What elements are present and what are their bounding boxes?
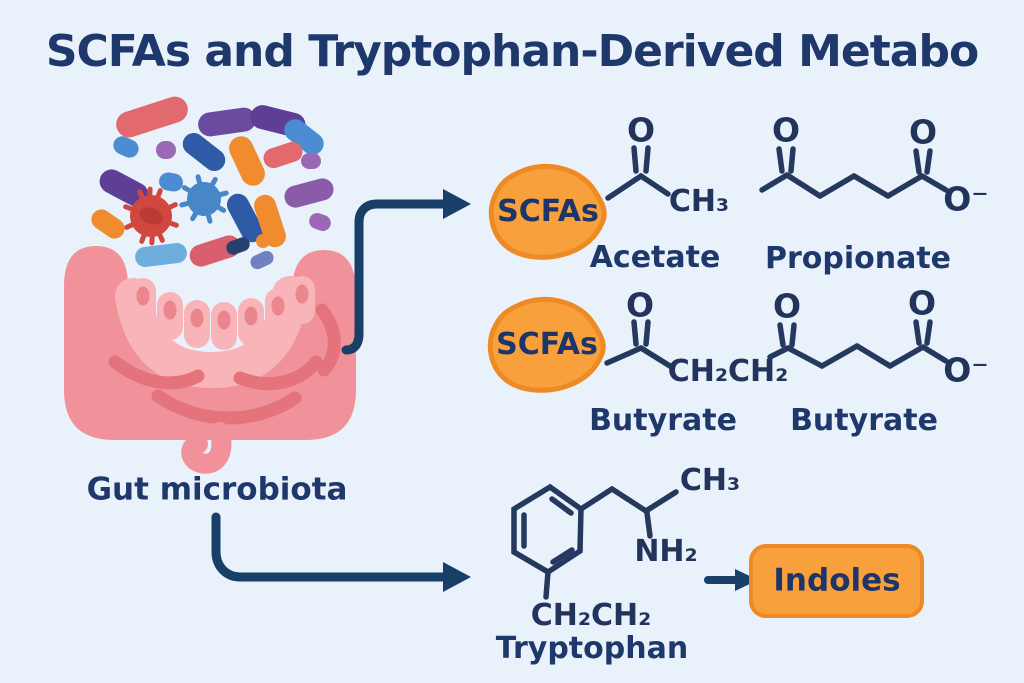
propionate-structure — [759, 146, 949, 199]
butyrate-right-ominus-label: O⁻ — [943, 350, 989, 390]
scfas-badge-top-label: SCFAs — [497, 194, 599, 229]
butyrate-right-structure — [767, 319, 949, 369]
butyrate-left-oxygen-label: O — [625, 285, 655, 325]
spiky-microbe-blue-icon — [179, 174, 229, 224]
page-title: SCFAs and Tryptophan-Derived Metabo — [45, 26, 979, 77]
arrow-gut-to-tryptophan-icon — [211, 512, 471, 592]
acetate-oxygen-label: O — [626, 110, 656, 150]
gut-villi-tips — [136, 284, 309, 330]
tryptophan-structure — [511, 483, 679, 600]
propionate-oxygen2-label: O — [908, 112, 938, 152]
arrow-gut-to-scfas-icon — [341, 189, 471, 355]
gut-body — [64, 246, 356, 440]
tryptophan-name-label: Tryptophan — [495, 631, 689, 666]
gut-tail — [181, 422, 232, 474]
acetate-ch3-label: CH₃ — [668, 184, 730, 219]
propionate-oxygen1-label: O — [771, 110, 801, 150]
butyrate-right-name-label: Butyrate — [790, 403, 938, 438]
tryptophan-ch3-label: CH₃ — [679, 463, 741, 498]
butyrate-left-name-label: Butyrate — [589, 403, 737, 438]
bacteria-cluster-icon — [91, 96, 334, 270]
butyrate-right-oxygen1-label: O — [772, 286, 802, 326]
acetate-name-label: Acetate — [589, 240, 721, 275]
indoles-badge-label: Indoles — [773, 562, 901, 599]
scfas-badge-top-shape — [488, 163, 607, 260]
scfas-badge-middle-shape — [487, 296, 606, 393]
indoles-badge-shape — [749, 544, 924, 618]
tryptophan-nh2-label: NH₂ — [634, 534, 698, 569]
acetate-structure — [605, 145, 671, 201]
tryptophan-ch2ch2-label: CH₂CH₂ — [530, 598, 652, 633]
butyrate-left-ch2ch2-label: CH₂CH₂ — [667, 354, 789, 389]
gut-icon — [64, 246, 356, 474]
propionate-ominus-label: O⁻ — [943, 179, 989, 219]
spiky-microbe-red-icon — [123, 186, 179, 246]
butyrate-right-oxygen2-label: O — [907, 283, 937, 323]
propionate-name-label: Propionate — [764, 241, 952, 276]
butyrate-left-structure — [604, 319, 673, 369]
arrow-tryptophan-to-indoles-icon — [704, 569, 758, 591]
gut-squiggles — [108, 303, 341, 425]
gut-microbiota-label: Gut microbiota — [86, 471, 348, 508]
scfas-badge-middle-label: SCFAs — [496, 327, 598, 362]
